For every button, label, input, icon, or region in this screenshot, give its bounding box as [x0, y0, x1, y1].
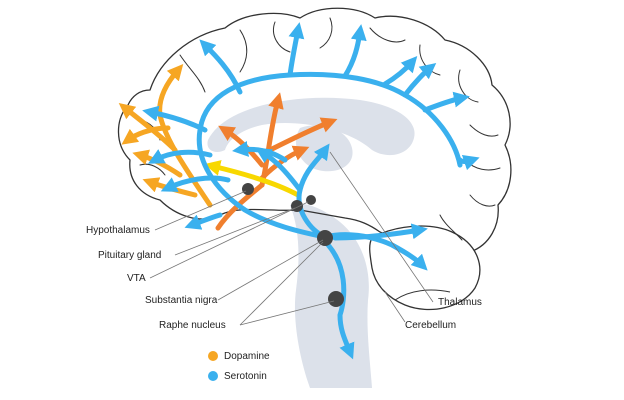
- cerebellum-fold: [394, 289, 451, 301]
- dopamine-path-yellow: [204, 160, 301, 198]
- label-pituitary-gland: Pituitary gland: [98, 250, 162, 261]
- label-substantia-nigra: Substantia nigra: [145, 295, 218, 306]
- dopamine-swatch-icon: [208, 351, 218, 361]
- label-thalamus: Thalamus: [438, 297, 482, 308]
- label-vta: VTA: [127, 273, 146, 284]
- legend-dopamine: Dopamine: [208, 349, 270, 363]
- label-hypothalamus: Hypothalamus: [86, 225, 150, 236]
- serotonin-swatch-icon: [208, 371, 218, 381]
- raphe-node-upper: [317, 230, 333, 246]
- legend-dopamine-label: Dopamine: [224, 350, 270, 362]
- vta-node: [291, 200, 303, 212]
- legend-serotonin-label: Serotonin: [224, 370, 267, 382]
- serotonin-paths: [142, 22, 480, 360]
- leader-lines: [149, 151, 434, 326]
- raphe-node-lower: [328, 291, 344, 307]
- legend: Dopamine Serotonin: [208, 345, 278, 387]
- hypothalamus-node: [242, 183, 254, 195]
- label-cerebellum: Cerebellum: [405, 320, 457, 331]
- substantia-nigra-node: [306, 195, 316, 205]
- label-raphe-nucleus: Raphe nucleus: [159, 320, 226, 331]
- gyri: [139, 17, 501, 241]
- legend-serotonin: Serotonin: [208, 369, 267, 383]
- corpus-callosum-shape: [207, 97, 415, 156]
- brain-outline: [117, 7, 512, 256]
